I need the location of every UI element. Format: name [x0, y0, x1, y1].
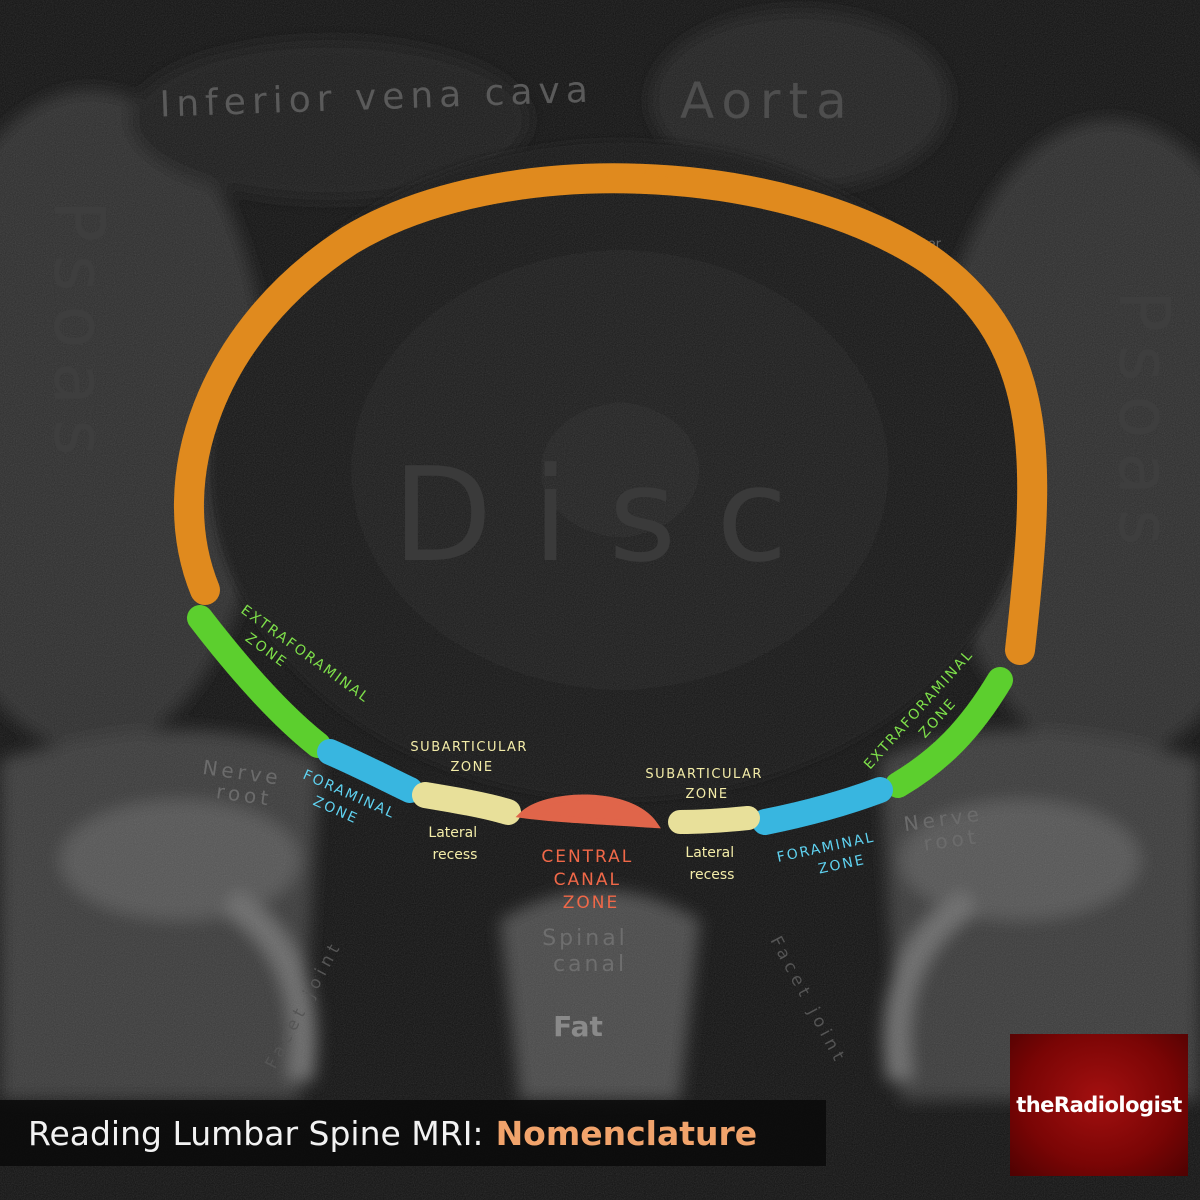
lateral-recess-right-label: Lateral recess: [685, 845, 738, 883]
subarticular-zone-right-band: [668, 806, 760, 834]
the-radiologist-logo: theRadiologist: [1010, 1034, 1188, 1176]
lateral-recess-left-label: Lateral recess: [428, 825, 481, 863]
caption-prefix: Reading Lumbar Spine MRI:: [28, 1113, 484, 1153]
logo-text: theRadiologist: [1016, 1093, 1182, 1117]
central-canal-zone-shape: [515, 794, 661, 829]
caption-bar: Reading Lumbar Spine MRI: Nomenclature: [0, 1100, 826, 1166]
central-canal-zone-label: CENTRAL CANAL ZONE: [541, 847, 640, 913]
subarticular-zone-left-label: SUBARTICULAR ZONE: [410, 740, 533, 775]
fat-label: Fat: [553, 1010, 603, 1043]
aorta-label: Aorta: [680, 72, 855, 130]
extraforaminal-zone-left-band: [187, 605, 331, 758]
psoas-right-label: Psoas: [1103, 290, 1185, 560]
extraforaminal-zone-right-band: [885, 667, 1013, 798]
subarticular-zone-right-label: SUBARTICULAR ZONE: [645, 767, 768, 802]
caption-highlight: Nomenclature: [495, 1113, 758, 1153]
anterior-zone-arc: [173, 163, 1048, 665]
spinal-canal-label: Spinal canal: [542, 926, 638, 977]
subarticular-zone-left-band: [412, 782, 521, 825]
disc-label: Disc: [392, 439, 827, 591]
psoas-left-label: Psoas: [38, 200, 120, 470]
foraminal-zone-left-band: [317, 739, 423, 803]
foraminal-zone-right-band: [752, 777, 893, 835]
